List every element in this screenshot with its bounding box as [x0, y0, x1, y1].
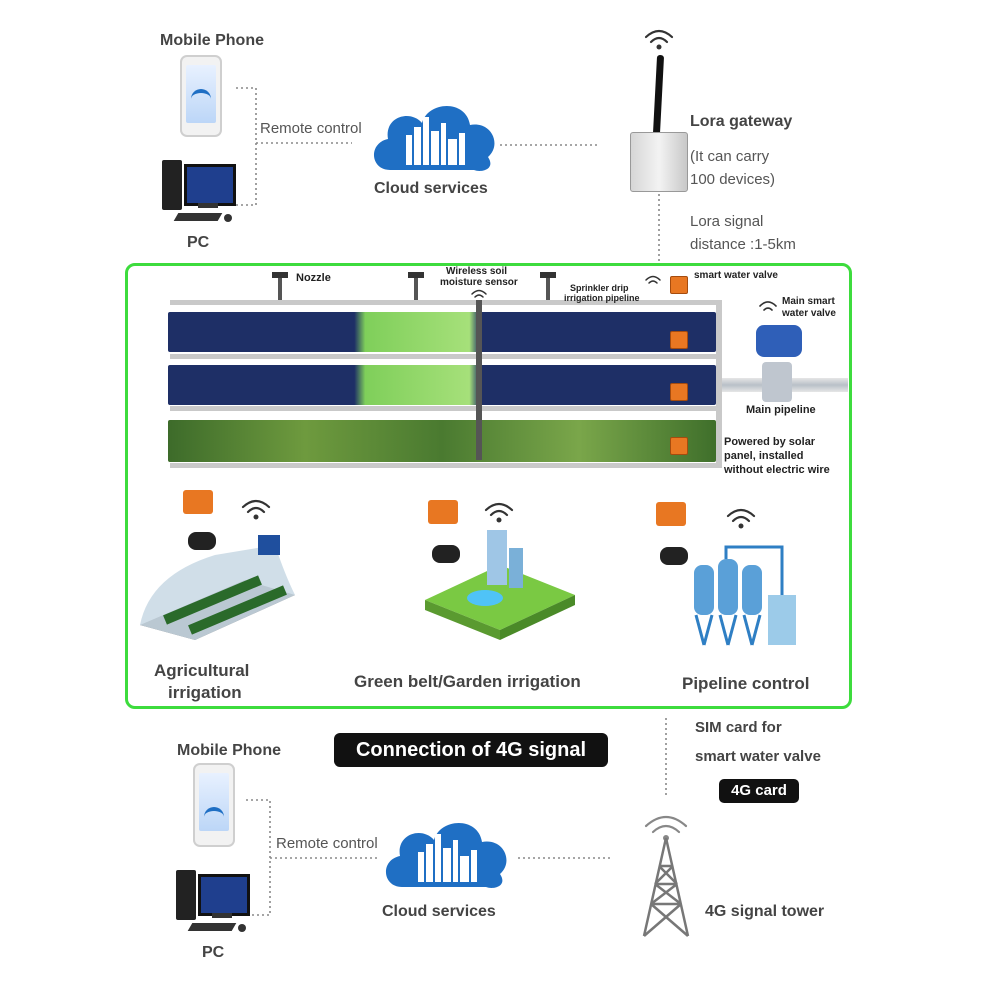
sensor-label-line1: Wireless soil — [446, 266, 508, 277]
wifi-icon — [726, 508, 756, 529]
remote-control-label: Remote control — [260, 120, 362, 137]
wifi-icon — [759, 301, 777, 311]
pipe-riser — [716, 300, 722, 468]
app-label-agricultural-line1: Agricultural — [154, 661, 250, 680]
app-label-agricultural-line2: irrigation — [168, 683, 242, 702]
cloud-services-label-4g: Cloud services — [382, 903, 496, 920]
main-valve-line2: water valve — [782, 308, 836, 319]
nozzle-icon — [540, 272, 556, 300]
app-label-garden: Green belt/Garden irrigation — [354, 672, 581, 691]
pc-label-4g: PC — [202, 944, 225, 961]
valve-icon — [656, 502, 686, 526]
main-pipeline-label: Main pipeline — [746, 404, 816, 416]
nozzle-icon — [272, 272, 288, 300]
pipeline-label-line1: Sprinkler drip — [570, 283, 629, 293]
pipe-row-3 — [170, 406, 720, 411]
silo-icon — [694, 545, 796, 646]
nozzle-label: Nozzle — [296, 272, 331, 284]
crop-row-3 — [168, 420, 716, 462]
wifi-icon — [241, 499, 271, 520]
gateway-title: Lora gateway — [690, 113, 793, 130]
tower-label: 4G signal tower — [705, 903, 825, 920]
tower-icon — [642, 837, 690, 937]
sim-line1: SIM card for — [695, 719, 782, 736]
irrigation-field-panel — [125, 263, 852, 709]
smart-valve-label: smart water valve — [694, 270, 778, 281]
garden-icon — [425, 530, 575, 640]
valve-body — [660, 547, 688, 565]
crop-row-1 — [168, 312, 716, 352]
lora-signal-line1: Lora signal — [690, 213, 764, 230]
pipeline-label-line2: irrigation pipeline — [564, 293, 640, 303]
valve-icon — [670, 437, 688, 455]
gateway-capacity-line2: 100 devices) — [690, 171, 776, 188]
cloud-services-label: Cloud services — [374, 180, 488, 197]
gateway-capacity-line1: (It can carry — [690, 148, 770, 165]
main-valve-actuator — [756, 325, 802, 357]
valve-icon — [670, 276, 688, 294]
wifi-icon — [471, 289, 487, 298]
wifi-icon — [484, 502, 514, 523]
pc-icon — [162, 158, 236, 224]
soil-sensor — [476, 300, 482, 460]
valve-body — [432, 545, 460, 563]
cloud-icon — [385, 823, 507, 888]
wifi-icon — [645, 275, 661, 284]
wifi-icon — [644, 29, 674, 50]
sprinkler-pipeline — [170, 300, 720, 305]
remote-control-label-4g: Remote control — [276, 835, 378, 852]
solar-line1: Powered by solar — [724, 436, 816, 448]
pipe-row-4 — [170, 463, 720, 468]
phone-icon — [193, 763, 235, 847]
nozzle-icon — [408, 272, 424, 300]
main-valve-body — [762, 362, 792, 402]
solar-line2: panel, installed — [724, 450, 804, 462]
app-label-pipeline: Pipeline control — [682, 674, 810, 693]
sensor-label-line2: moisture sensor — [440, 277, 518, 288]
valve-icon — [670, 383, 688, 401]
4g-connection-title: Connection of 4G signal — [334, 733, 608, 767]
main-valve-line1: Main smart — [782, 296, 835, 307]
solar-line3: without electric wire — [724, 464, 830, 476]
4g-card-badge: 4G card — [719, 779, 799, 803]
valve-body — [188, 532, 216, 550]
pipe-row-2 — [170, 354, 720, 359]
crop-row-2 — [168, 365, 716, 405]
lora-signal-line2: distance :1-5km — [690, 236, 796, 253]
sim-line2: smart water valve — [695, 748, 821, 765]
valve-icon — [183, 490, 213, 514]
phone-icon — [180, 55, 222, 137]
valve-icon — [670, 331, 688, 349]
mobile-phone-label: Mobile Phone — [160, 32, 264, 49]
cloud-icon — [373, 106, 495, 171]
pc-label: PC — [187, 234, 210, 251]
greenhouse-icon — [140, 535, 295, 640]
mobile-phone-label-4g: Mobile Phone — [177, 742, 281, 759]
gateway-icon — [630, 132, 688, 192]
valve-icon — [428, 500, 458, 524]
pc-icon — [176, 868, 250, 934]
